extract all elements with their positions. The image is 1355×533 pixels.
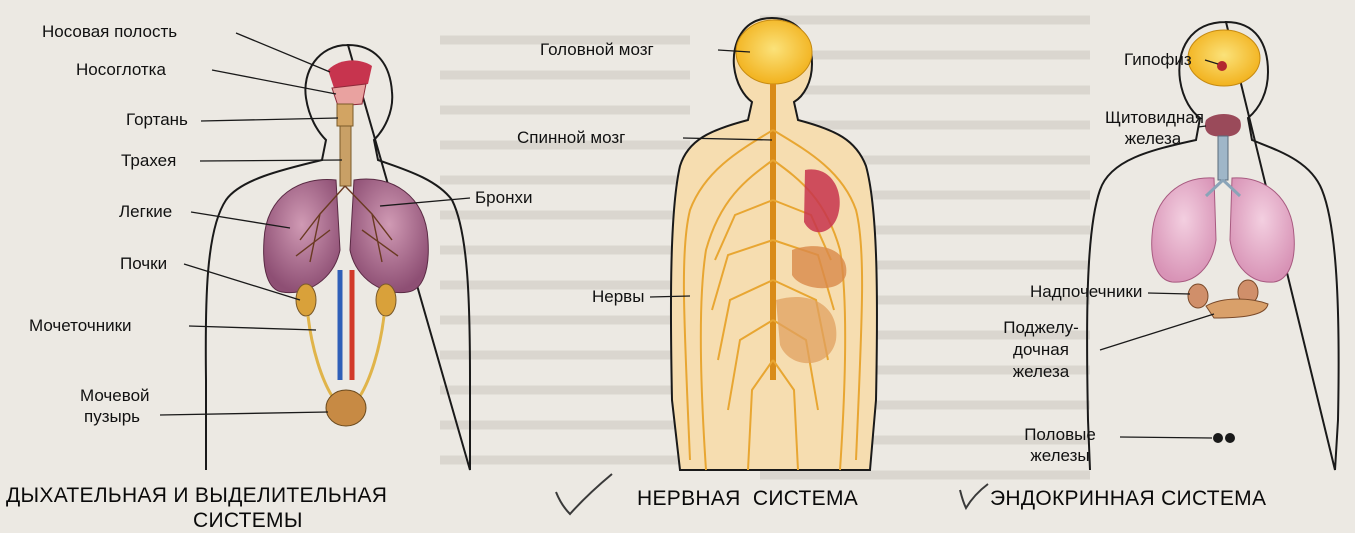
- label-thyroid-line1: Щитовидная: [1105, 108, 1201, 127]
- label-thyroid-line2: железа: [1105, 129, 1201, 148]
- ureter-right-shape: [360, 316, 384, 396]
- endocrine-figure: [1087, 22, 1339, 470]
- gonad-left-shape: [1213, 433, 1223, 443]
- label-nasopharynx: Носоглотка: [76, 60, 166, 79]
- caption-endocrine: ЭНДОКРИННАЯ СИСТЕМА: [990, 487, 1266, 511]
- respiratory-figure: [206, 45, 470, 470]
- ureter-left-shape: [308, 316, 332, 396]
- label-ureters: Мочеточники: [29, 316, 132, 335]
- trachea-shape: [340, 126, 351, 186]
- pituitary-shape: [1217, 61, 1227, 71]
- label-gonads-line2: железы: [1010, 446, 1110, 465]
- label-nasal-cavity: Носовая полость: [42, 22, 177, 41]
- label-lungs: Легкие: [119, 202, 172, 221]
- label-pancreas-line1: Поджелу-: [986, 318, 1096, 337]
- label-pancreas-line3: железа: [986, 362, 1096, 381]
- label-pituitary: Гипофиз: [1124, 50, 1192, 69]
- gonad-right-shape: [1225, 433, 1235, 443]
- caption-nervous: НЕРВНАЯ СИСТЕМА: [637, 487, 858, 511]
- label-larynx: Гортань: [126, 110, 188, 129]
- label-gonads-line1: Половые: [1010, 425, 1110, 444]
- lung-left-shape: [264, 180, 340, 293]
- caption-respiratory-line2: СИСТЕМЫ: [193, 509, 303, 533]
- label-spinal-cord: Спинной мозг: [517, 128, 625, 147]
- nasopharynx-shape: [332, 84, 366, 106]
- endocrine-lung-left: [1152, 178, 1216, 282]
- label-brain: Головной мозг: [540, 40, 654, 59]
- thyroid-shape: [1205, 114, 1241, 136]
- kidney-right-shape: [376, 284, 396, 316]
- caption-respiratory-line1: ДЫХАТЕЛЬНАЯ И ВЫДЕЛИТЕЛЬНАЯ: [6, 484, 387, 508]
- label-bladder-line2: пузырь: [84, 407, 140, 426]
- check-mark-1: [556, 474, 612, 514]
- label-bladder-line1: Мочевой: [80, 386, 150, 405]
- label-kidneys: Почки: [120, 254, 167, 273]
- label-bronchi: Бронхи: [475, 188, 532, 207]
- check-mark-2: [960, 484, 988, 508]
- label-adrenal: Надпочечники: [1030, 282, 1142, 301]
- label-trachea: Трахея: [121, 151, 176, 170]
- endocrine-trachea-shape: [1218, 136, 1228, 180]
- label-nerves: Нервы: [592, 287, 644, 306]
- label-pancreas-line2: дочная: [986, 340, 1096, 359]
- adrenal-left-shape: [1188, 284, 1208, 308]
- endocrine-brain-shape: [1188, 30, 1260, 86]
- larynx-shape: [337, 104, 353, 126]
- pancreas-shape: [1206, 299, 1268, 318]
- bladder-shape: [326, 390, 366, 426]
- endocrine-lung-right: [1230, 178, 1294, 282]
